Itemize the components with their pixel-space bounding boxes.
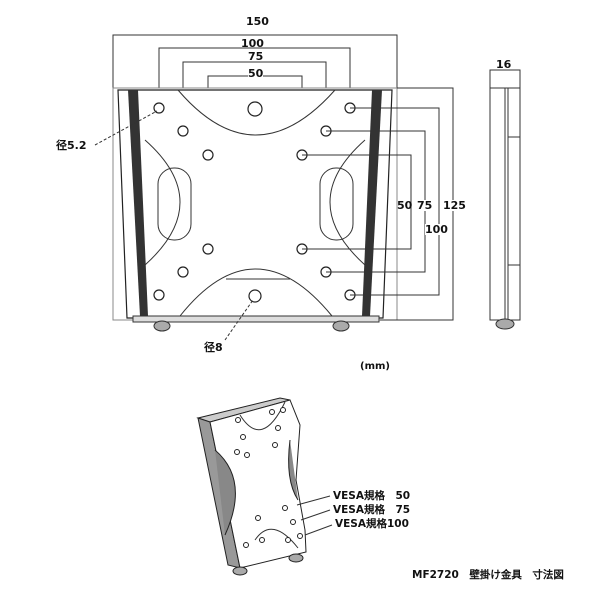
dim-depth-16: 16 xyxy=(496,58,512,71)
vesa-50-label: VESA規格 50 xyxy=(333,490,411,502)
dim-width-50: 50 xyxy=(248,67,264,80)
vesa-100-label: VESA規格100 xyxy=(335,518,409,530)
dim-height-100: 100 xyxy=(425,223,448,236)
perspective-view xyxy=(196,397,333,576)
front-plate xyxy=(112,87,398,332)
dim-width-75: 75 xyxy=(248,50,264,63)
dim-height-125: 125 xyxy=(443,199,466,212)
dim-width-100: 100 xyxy=(241,37,264,50)
mounting-holes xyxy=(153,101,356,303)
leader-hole-large xyxy=(224,299,254,341)
dim-width-150: 150 xyxy=(246,15,269,28)
side-view xyxy=(489,69,521,330)
dim-height-50: 50 xyxy=(397,199,413,212)
caption: MF2720 壁掛け金具 寸法図 xyxy=(412,569,564,581)
leader-hole-small xyxy=(94,110,158,146)
hole-large-label: 径8 xyxy=(204,341,223,354)
unit-label: (mm) xyxy=(360,361,390,372)
hole-small-label: 径5.2 xyxy=(56,139,87,152)
dim-height-75: 75 xyxy=(417,199,433,212)
vesa-75-label: VESA規格 75 xyxy=(333,504,411,516)
